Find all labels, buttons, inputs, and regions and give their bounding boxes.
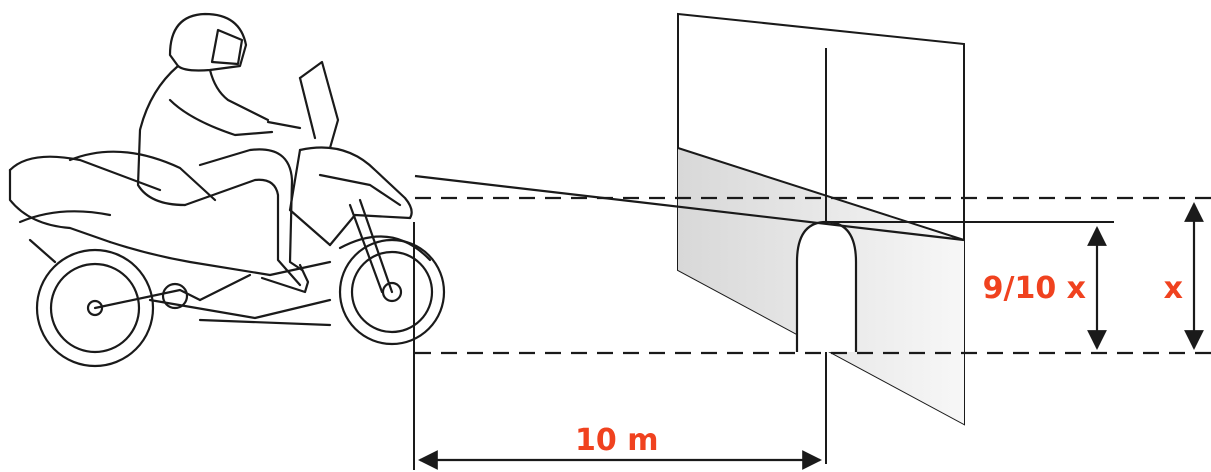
cutoff-height-label: 9/10 x bbox=[983, 271, 1086, 306]
motorcycle-rider-icon bbox=[8, 12, 446, 368]
headlamp-spot bbox=[795, 220, 858, 352]
distance-label: 10 m bbox=[575, 423, 658, 458]
lamp-height-label: x bbox=[1164, 271, 1183, 306]
beam-cutoff-line bbox=[677, 147, 965, 241]
beam-line bbox=[414, 174, 965, 242]
